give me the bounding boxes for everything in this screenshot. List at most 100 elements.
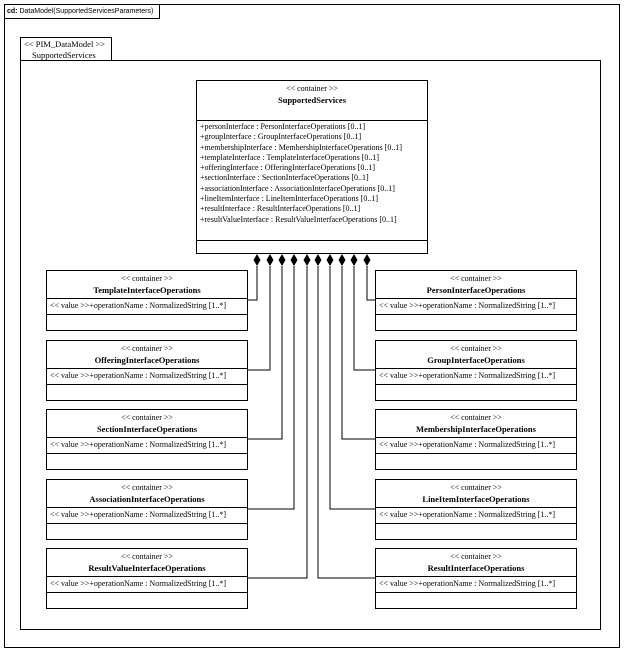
class-name: OfferingInterfaceOperations <box>94 355 200 365</box>
composition-diamond <box>326 254 334 266</box>
class-stereotype: << container >> <box>121 413 173 422</box>
class-name: GroupInterfaceOperations <box>427 355 525 365</box>
class-name: PersonInterfaceOperations <box>426 285 526 295</box>
composition-link <box>248 266 283 440</box>
frame-title-tab: cd: DataModel(SupportedServicesParameter… <box>5 5 161 19</box>
package-stereotype: << PIM_DataModel >> <box>24 39 106 49</box>
attribute-list: << value >>+operationName : NormalizedSt… <box>47 508 247 524</box>
attribute: << value >>+operationName : NormalizedSt… <box>50 579 227 588</box>
class-stereotype: << container >> <box>450 552 502 561</box>
class-group-interface-operations[interactable]: << container >> GroupInterfaceOperations… <box>375 340 577 401</box>
class-result-interface-operations[interactable]: << container >> ResultInterfaceOperation… <box>375 548 577 609</box>
class-stereotype: << container >> <box>121 552 173 561</box>
class-association-interface-operations[interactable]: << container >> AssociationInterfaceOper… <box>46 479 248 540</box>
attribute-list: << value >>+operationName : NormalizedSt… <box>47 369 247 385</box>
composition-link <box>366 266 375 301</box>
composition-diamond <box>350 254 358 266</box>
attribute: << value >>+operationName : NormalizedSt… <box>50 440 227 449</box>
class-person-interface-operations[interactable]: << container >> PersonInterfaceOperation… <box>375 270 577 331</box>
composition-link <box>248 266 271 371</box>
composition-diamond <box>314 254 322 266</box>
package-name: SupportedServices <box>32 50 96 60</box>
class-name: LineItemInterfaceOperations <box>422 494 530 504</box>
frame-title: DataModel(SupportedServicesParameters) <box>19 8 154 15</box>
class-header: << container >> GroupInterfaceOperations <box>376 341 576 369</box>
class-header: << container >> ResultInterfaceOperation… <box>376 549 576 577</box>
frame-prefix: cd: <box>7 8 18 15</box>
class-header: << container >> SupportedServices <box>197 81 427 121</box>
class-stereotype: << container >> <box>286 84 338 93</box>
class-stereotype: << container >> <box>450 344 502 353</box>
attribute: << value >>+operationName : NormalizedSt… <box>379 371 556 380</box>
attribute: +sectionInterface : SectionInterfaceOper… <box>200 173 369 183</box>
attribute-list: << value >>+operationName : NormalizedSt… <box>47 438 247 454</box>
class-template-interface-operations[interactable]: << container >> TemplateInterfaceOperati… <box>46 270 248 331</box>
composition-diamond <box>253 254 261 266</box>
class-header: << container >> MembershipInterfaceOpera… <box>376 410 576 438</box>
class-header: << container >> LineItemInterfaceOperati… <box>376 480 576 508</box>
class-stereotype: << container >> <box>450 413 502 422</box>
composition-link <box>353 266 375 371</box>
class-header: << container >> SectionInterfaceOperatio… <box>47 410 247 438</box>
attribute-list: << value >>+operationName : NormalizedSt… <box>376 369 576 385</box>
class-stereotype: << container >> <box>121 344 173 353</box>
class-membership-interface-operations[interactable]: << container >> MembershipInterfaceOpera… <box>375 409 577 470</box>
class-line-item-interface-operations[interactable]: << container >> LineItemInterfaceOperati… <box>375 479 577 540</box>
composition-link <box>248 266 258 301</box>
composition-diamond <box>290 254 298 266</box>
class-name: TemplateInterfaceOperations <box>93 285 201 295</box>
attribute-list: << value >>+operationName : NormalizedSt… <box>376 438 576 454</box>
class-name: ResultValueInterfaceOperations <box>88 563 206 573</box>
attribute: +offeringInterface : OfferingInterfaceOp… <box>200 163 376 173</box>
attribute-list: << value >>+operationName : NormalizedSt… <box>376 577 576 593</box>
class-header: << container >> OfferingInterfaceOperati… <box>47 341 247 369</box>
class-name: SectionInterfaceOperations <box>96 424 198 434</box>
attribute: << value >>+operationName : NormalizedSt… <box>379 440 556 449</box>
composition-link <box>329 266 375 510</box>
class-header: << container >> PersonInterfaceOperation… <box>376 271 576 299</box>
attribute: +resultValueInterface : ResultValueInter… <box>200 214 397 224</box>
class-offering-interface-operations[interactable]: << container >> OfferingInterfaceOperati… <box>46 340 248 401</box>
class-name: AssociationInterfaceOperations <box>89 494 205 504</box>
attribute-list: << value >>+operationName : NormalizedSt… <box>47 577 247 593</box>
class-header: << container >> AssociationInterfaceOper… <box>47 480 247 508</box>
class-name: SupportedServices <box>278 95 346 105</box>
composition-diamond <box>266 254 274 266</box>
class-section-interface-operations[interactable]: << container >> SectionInterfaceOperatio… <box>46 409 248 470</box>
composition-diamond <box>278 254 286 266</box>
class-stereotype: << container >> <box>121 483 173 492</box>
attribute-list: << value >>+operationName : NormalizedSt… <box>376 508 576 524</box>
attribute: +templateInterface : TemplateInterfaceOp… <box>200 152 380 162</box>
diagram-frame: cd: DataModel(SupportedServicesParameter… <box>4 4 620 648</box>
class-name: ResultInterfaceOperations <box>427 563 525 573</box>
package-tab[interactable]: << PIM_DataModel >> SupportedServices <box>20 37 112 61</box>
attribute: << value >>+operationName : NormalizedSt… <box>50 510 227 519</box>
class-stereotype: << container >> <box>450 274 502 283</box>
class-header: << container >> ResultValueInterfaceOper… <box>47 549 247 577</box>
attribute: +associationInterface : AssociationInter… <box>200 183 395 193</box>
composition-link <box>341 266 375 440</box>
attribute: << value >>+operationName : NormalizedSt… <box>50 371 227 380</box>
class-header: << container >> TemplateInterfaceOperati… <box>47 271 247 299</box>
composition-link <box>248 266 308 579</box>
attribute: << value >>+operationName : NormalizedSt… <box>379 510 556 519</box>
composition-diamond <box>338 254 346 266</box>
attribute-list: +personInterface : PersonInterfaceOperat… <box>197 121 427 241</box>
package-body <box>20 60 601 630</box>
composition-diamond <box>363 254 371 266</box>
attribute-list: << value >>+operationName : NormalizedSt… <box>376 299 576 315</box>
composition-link <box>317 266 375 579</box>
attribute: +personInterface : PersonInterfaceOperat… <box>200 122 366 131</box>
attribute: +resultInterface : ResultInterfaceOperat… <box>200 204 361 214</box>
class-result-value-interface-operations[interactable]: << container >> ResultValueInterfaceOper… <box>46 548 248 609</box>
class-supported-services[interactable]: << container >> SupportedServices +perso… <box>196 80 428 254</box>
composition-link <box>248 266 295 510</box>
attribute: << value >>+operationName : NormalizedSt… <box>379 579 556 588</box>
attribute: +groupInterface : GroupInterfaceOperatio… <box>200 132 362 142</box>
composition-diamond <box>303 254 311 266</box>
class-stereotype: << container >> <box>450 483 502 492</box>
class-name: MembershipInterfaceOperations <box>416 424 536 434</box>
class-stereotype: << container >> <box>121 274 173 283</box>
attribute-list: << value >>+operationName : NormalizedSt… <box>47 299 247 315</box>
